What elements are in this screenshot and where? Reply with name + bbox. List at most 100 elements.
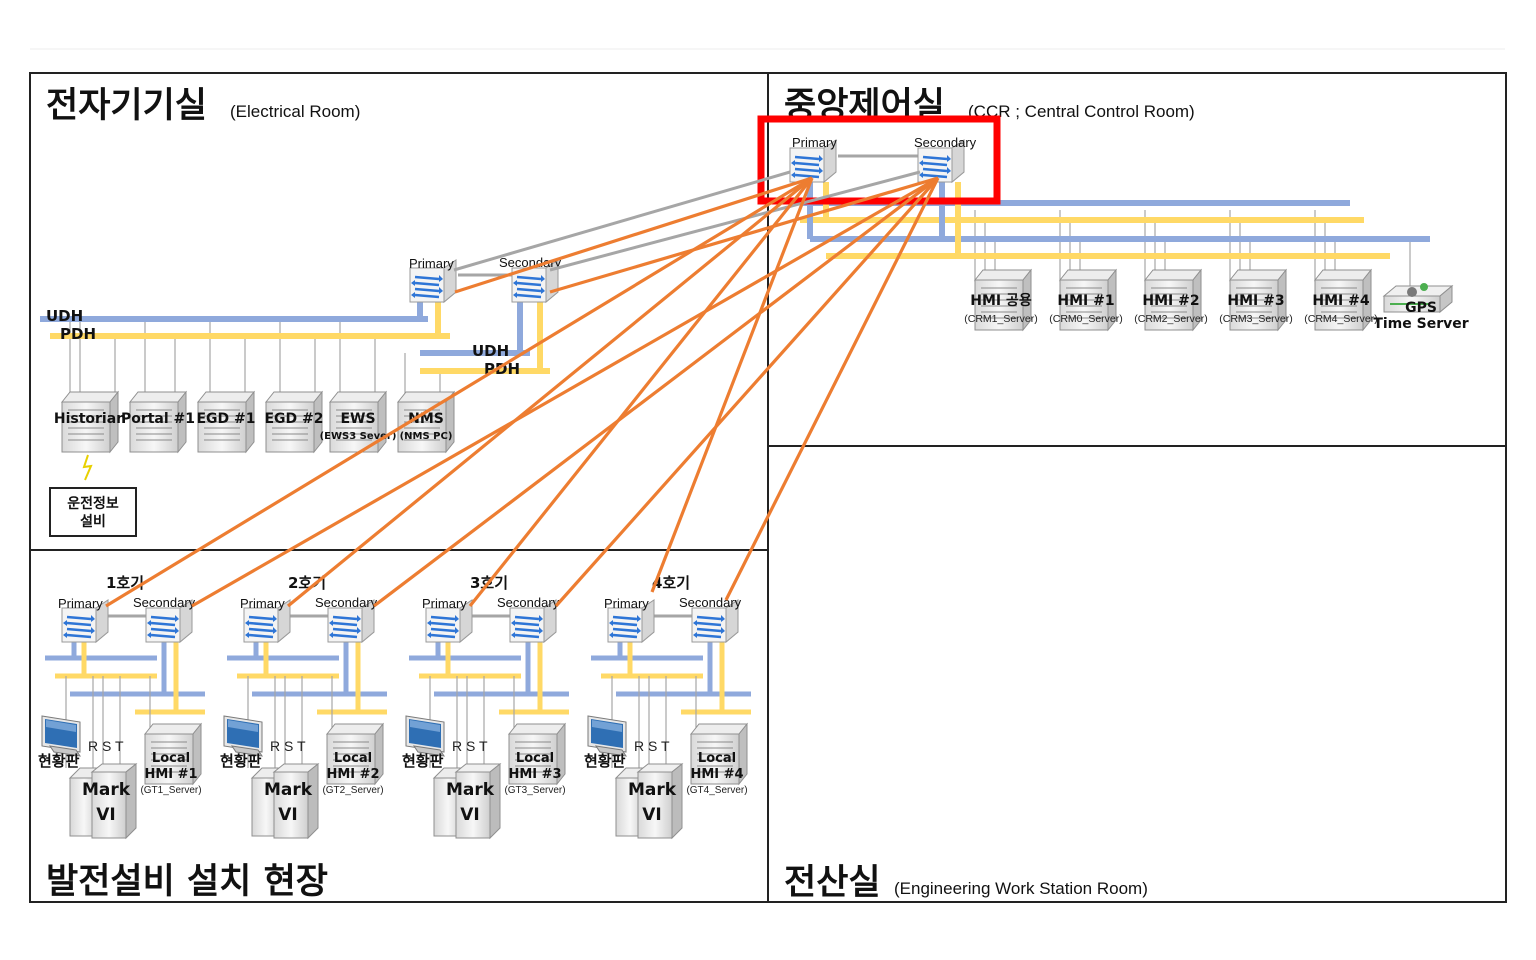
unit-primary-label: Primary xyxy=(240,596,285,611)
local-label: Local xyxy=(698,751,736,766)
local-hmi-label: HMI #3 xyxy=(508,767,561,782)
electrical-device-sub: (EWS3 Sever) xyxy=(320,431,397,442)
ccr-device-sub: (CRM4_Server) xyxy=(1304,313,1378,325)
ccr-device-sub: (CRM1_Server) xyxy=(964,313,1038,325)
electrical-device: Historian xyxy=(54,391,126,453)
mark-vi-label: VI xyxy=(460,805,479,825)
rst-label: R S T xyxy=(634,738,670,754)
unit-secondary-label: Secondary xyxy=(315,595,378,610)
unit-primary-label: Primary xyxy=(422,596,467,611)
unit-label: 1호기 xyxy=(106,574,144,592)
backbone-link xyxy=(468,177,814,607)
monitor-icon xyxy=(405,715,445,757)
rst-label: R S T xyxy=(88,738,124,754)
mark-vi-icon xyxy=(69,763,137,839)
mark-vi-icon xyxy=(433,763,501,839)
electrical-room-title: 전자기기실 xyxy=(46,86,207,126)
backbone-link xyxy=(191,176,939,608)
nms-pdh-label: PDH xyxy=(484,360,520,378)
electrical-device-label: EGD #2 xyxy=(264,411,323,427)
mark-vi-label: VI xyxy=(642,805,661,825)
ccr-device: HMI 공용 (CRM1_Server) xyxy=(964,269,1038,331)
local-label: Local xyxy=(152,751,190,766)
backbone-link xyxy=(554,176,940,608)
electrical-bus-network xyxy=(40,295,550,400)
electrical-device-label: Portal #1 xyxy=(121,411,195,427)
gps-time-server: GPS Time Server xyxy=(1373,283,1469,332)
local-hmi-server: (GT2_Server) xyxy=(322,785,383,796)
highlight-box xyxy=(757,115,1001,205)
field-room-title: 발전설비 설치 현장 xyxy=(46,862,328,902)
ccr-device-label: HMI 공용 xyxy=(970,293,1032,309)
backbone-link xyxy=(650,177,814,593)
ops-info-line2: 설비 xyxy=(80,514,106,530)
ccr-device-sub: (CRM2_Server) xyxy=(1134,313,1208,325)
monitor-icon xyxy=(223,715,263,757)
ews-room-frame xyxy=(767,445,1507,903)
unit-secondary-label: Secondary xyxy=(497,595,560,610)
unit-primary-label: Primary xyxy=(58,596,103,611)
electrical-room-frame xyxy=(29,72,769,551)
electrical-device: Portal #1 xyxy=(121,391,195,453)
local-label: Local xyxy=(334,751,372,766)
local-hmi-server: (GT1_Server) xyxy=(140,785,201,796)
ccr-device-label: HMI #2 xyxy=(1142,293,1199,309)
ccr-primary-label: Primary xyxy=(792,135,837,150)
panel-label: 현황판 xyxy=(220,752,262,770)
link-ccr-secondary-electrical-secondary xyxy=(549,170,921,272)
mark-label: Mark xyxy=(264,780,313,800)
ews-room-subtitle: (Engineering Work Station Room) xyxy=(894,879,1148,898)
local-label: Local xyxy=(516,751,554,766)
mark-label: Mark xyxy=(446,780,495,800)
backbone-link xyxy=(286,176,814,608)
ops-info-box xyxy=(49,487,137,537)
ccr-device: HMI #3(CRM3_Server) xyxy=(1219,269,1293,331)
electrical-device-label: NMS xyxy=(408,411,444,427)
electrical-device-label: EWS xyxy=(340,411,375,427)
electrical-secondary-label: Secondary xyxy=(499,255,562,270)
ccr-secondary-label: Secondary xyxy=(914,135,977,150)
rst-label: R S T xyxy=(452,738,488,754)
ccr-device: HMI #4(CRM4_Server) xyxy=(1304,269,1378,331)
unit-primary-label: Primary xyxy=(604,596,649,611)
panel-label: 현황판 xyxy=(584,752,626,770)
mark-vi-label: VI xyxy=(278,805,297,825)
backbone-link xyxy=(105,176,813,608)
ops-info-link xyxy=(82,454,93,481)
electrical-device: EGD #2 xyxy=(264,391,324,453)
local-hmi-server: (GT3_Server) xyxy=(504,785,565,796)
backbone-link xyxy=(454,176,813,294)
ops-info-line1: 운전정보 xyxy=(67,495,119,512)
local-hmi-label: HMI #1 xyxy=(144,767,197,782)
mark-label: Mark xyxy=(628,780,677,800)
unit-label: 4호기 xyxy=(652,574,690,592)
electrical-device: EGD #1 xyxy=(196,391,256,453)
ccr-device-label: HMI #1 xyxy=(1057,293,1114,309)
ccr-devices: HMI 공용(CRM1_Server)HMI #1(CRM0_Server)HM… xyxy=(964,269,1378,331)
mark-vi-icon xyxy=(615,763,683,839)
unit-secondary-label: Secondary xyxy=(133,595,196,610)
electrical-room-subtitle: (Electrical Room) xyxy=(230,102,360,121)
ccr-device: HMI #2 (CRM2_Server) xyxy=(1134,269,1208,331)
ews-room-title: 전산실 xyxy=(784,863,881,903)
mark-vi-label: VI xyxy=(96,805,115,825)
unit-secondary-label: Secondary xyxy=(679,595,742,610)
electrical-device-label: EGD #1 xyxy=(196,411,255,427)
backbone-links xyxy=(105,176,940,608)
monitor-icon xyxy=(41,715,81,757)
rst-label: R S T xyxy=(270,738,306,754)
ccr-device-label: HMI #3 xyxy=(1227,293,1284,309)
electrical-device: NMS(NMS PC) xyxy=(397,391,455,453)
unit-label: 2호기 xyxy=(288,574,326,592)
ccr-room-frame xyxy=(767,72,1507,447)
ccr-device: HMI #1 (CRM0_Server) xyxy=(1049,269,1123,331)
backbone-link xyxy=(724,177,940,601)
ccr-device-sub: (CRM0_Server) xyxy=(1049,313,1123,325)
electrical-primary-label: Primary xyxy=(409,256,454,271)
